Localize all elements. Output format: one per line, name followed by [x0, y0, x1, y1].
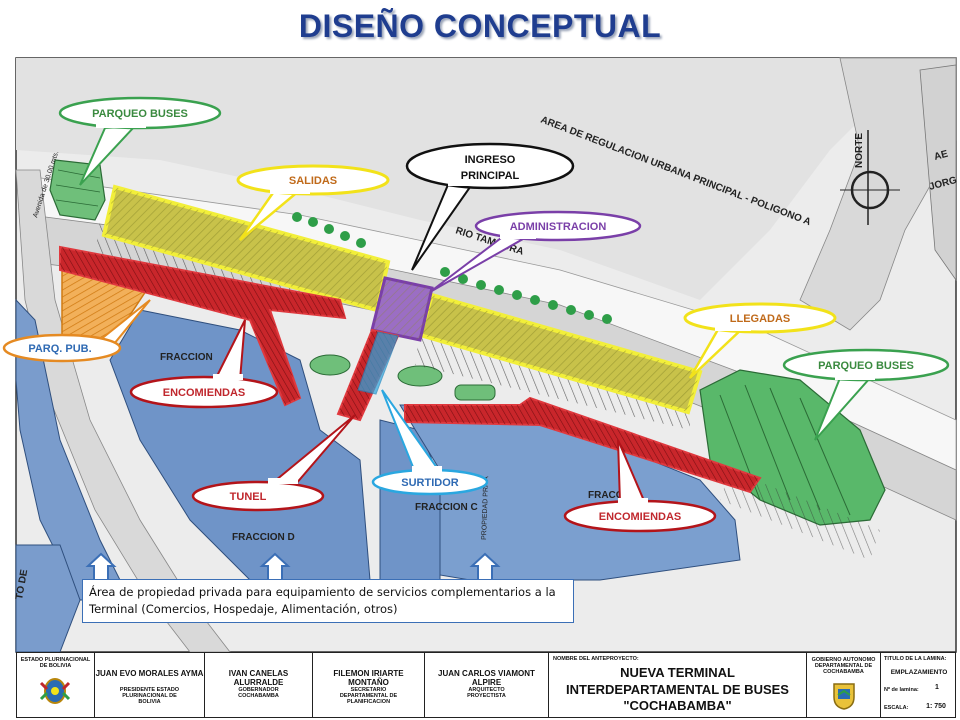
sheet-info-cell: TITULO DE LA LAMINA: EMPLAZAMIENTO Nº de…	[884, 656, 948, 711]
callout-parq-pub: PARQ. PUB.	[2, 299, 151, 363]
president-cell: JUAN EVO MORALES AYMA PRESIDENTE ESTADO …	[95, 653, 205, 717]
svg-text:TUNEL: TUNEL	[230, 491, 267, 503]
svg-text:INGRESO: INGRESO	[465, 154, 516, 166]
government-cell: GOBIERNO AUTONOMO DEPARTAMENTAL DE COCHA…	[807, 653, 881, 717]
svg-text:ENCOMIENDAS: ENCOMIENDAS	[599, 511, 682, 523]
fraccion-c-label: FRACCION C	[415, 502, 478, 513]
svg-text:ADMINISTRACION: ADMINISTRACION	[510, 221, 607, 233]
surtidor-area	[357, 331, 399, 395]
north-label: NORTE	[854, 133, 865, 168]
svg-text:PARQUEO BUSES: PARQUEO BUSES	[92, 108, 188, 120]
callout-encomiendas-left: ENCOMIENDAS	[129, 319, 279, 409]
governor-cell: IVAN CANELAS ALURRALDE GOBERNADOR COCHAB…	[205, 653, 313, 717]
secretary-cell: FILEMON IRIARTE MONTAÑO SECRETARIO DEPAR…	[313, 653, 425, 717]
svg-text:ENCOMIENDAS: ENCOMIENDAS	[163, 387, 246, 399]
tree-rows	[292, 212, 612, 324]
callout-surtidor: SURTIDOR	[371, 389, 489, 496]
aer-label: AE	[933, 149, 950, 163]
to-de-label: TO DE	[14, 568, 30, 600]
callout-parqueo-buses-left: PARQUEO BUSES	[58, 96, 222, 186]
green-patch-3	[454, 384, 496, 401]
callout-tunel: TUNEL	[191, 414, 356, 512]
callout-encomiendas-right: ENCOMIENDAS	[563, 439, 717, 533]
green-patch-2	[309, 354, 351, 376]
fraccion-d-label: FRACCION D	[232, 532, 295, 543]
callout-salidas: SALIDAS	[236, 164, 390, 241]
svg-text:PRINCIPAL: PRINCIPAL	[461, 170, 520, 182]
private-area-note: Área de propiedad privada para equipamie…	[82, 579, 574, 623]
callout-parqueo-buses-right: PARQUEO BUSES	[782, 348, 950, 441]
fraccion-b-label: FRACCION	[160, 352, 213, 363]
svg-text:PARQ. PUB.: PARQ. PUB.	[28, 343, 91, 355]
project-name-cell: NOMBRE DEL ANTEPROYECTO: NUEVA TERMINAL …	[549, 653, 807, 717]
callout-llegadas: LLEGADAS	[683, 302, 837, 379]
svg-text:LLEGADAS: LLEGADAS	[730, 313, 791, 325]
cochabamba-shield-icon	[833, 683, 855, 710]
architect-cell: JUAN CARLOS VIAMONT ALPIRE ARQUITECTO PR…	[425, 653, 549, 717]
bolivia-coat-of-arms-icon	[39, 678, 71, 704]
right-road	[919, 64, 957, 282]
callout-administracion: ADMINISTRACION	[429, 210, 642, 293]
drawing-title-block: ESTADO PLURINACIONAL DE BOLIVIA JUAN EVO…	[16, 652, 956, 718]
propiedad-label: PROPIEDAD PRIVA	[481, 476, 490, 540]
svg-text:SURTIDOR: SURTIDOR	[401, 477, 459, 489]
svg-text:SALIDAS: SALIDAS	[289, 175, 337, 187]
svg-text:PARQUEO BUSES: PARQUEO BUSES	[818, 360, 914, 372]
callout-ingreso-principal: INGRESO PRINCIPAL	[405, 142, 575, 271]
north-arrow: NORTE	[840, 130, 900, 225]
lot-bottom-left	[15, 544, 81, 653]
fracc-label: FRACC	[588, 490, 623, 501]
parking-buses-left	[49, 159, 106, 221]
entity-cell: ESTADO PLURINACIONAL DE BOLIVIA	[17, 653, 95, 717]
up-arrows	[85, 552, 501, 585]
page-title: DISEÑO CONCEPTUAL	[298, 8, 662, 44]
